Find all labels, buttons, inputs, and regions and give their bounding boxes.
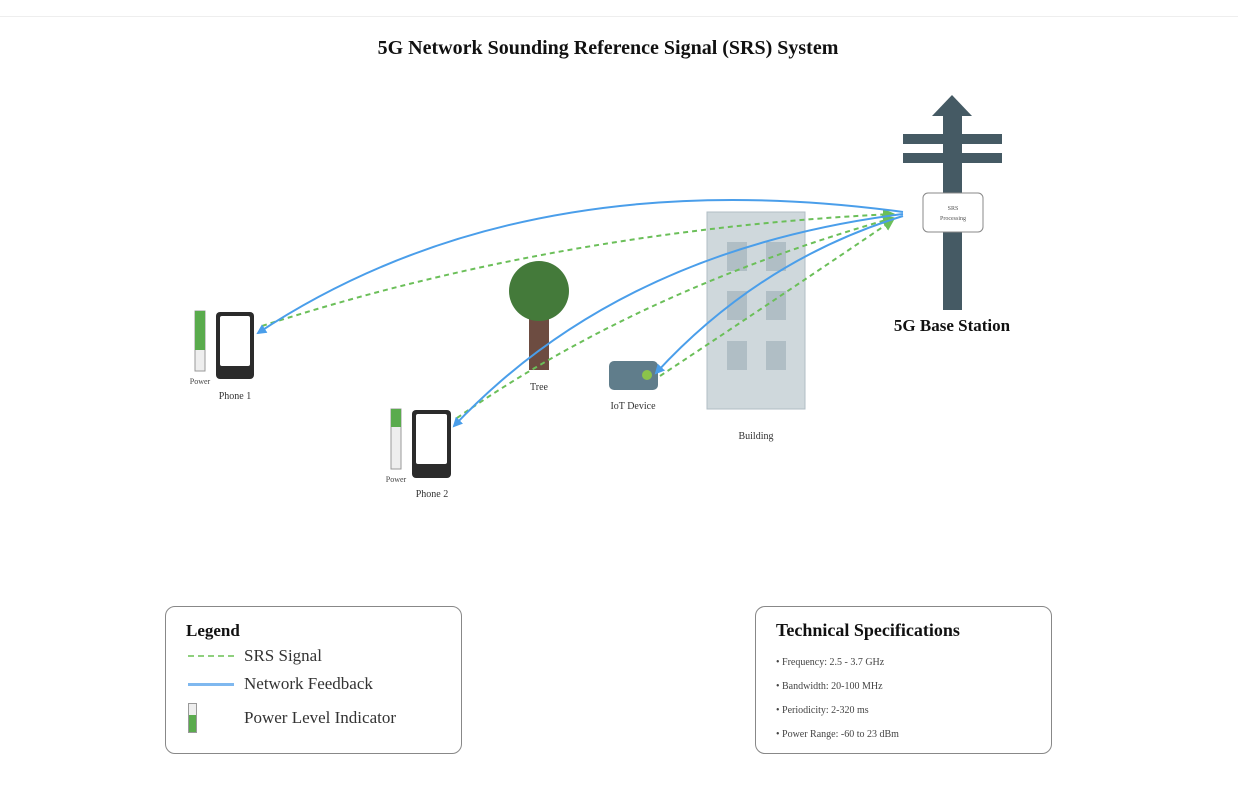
power-fill-phone-1 [195,311,205,350]
legend-label: SRS Signal [244,646,322,665]
tower-crossbar [903,134,1002,144]
power-fill-phone-2 [391,409,401,427]
legend-title: Legend [186,621,240,640]
top-bar [0,0,1238,17]
tree-canopy [509,261,569,321]
feedback-phone-1 [256,199,904,335]
legend-item-power: Power Level Indicator [186,703,396,733]
building-window [727,291,747,320]
phone-2-screen [416,414,447,464]
technical-specifications-box: Technical Specifications • Frequency: 2.… [755,606,1052,754]
srs-signal-iot [659,218,895,377]
spec-frequency: • Frequency: 2.5 - 3.7 GHz [776,657,885,668]
power-label-phone-2: Power [386,475,407,484]
building-label: Building [738,431,773,442]
srs-processing-label-1: SRS [948,206,959,212]
phone-2: Power Phone 2 [386,408,451,500]
base-station: SRS Processing 5G Base Station [894,95,1011,335]
iot-status-led-icon [642,370,652,380]
tower-crossbar [903,153,1002,163]
diagram-title: 5G Network Sounding Reference Signal (SR… [378,37,839,59]
legend-label: Power Level Indicator [244,708,396,727]
srs-processing-box [922,192,984,233]
feedback-phone-2 [452,213,904,428]
power-label-phone-1: Power [190,377,211,386]
spec-periodicity: • Periodicity: 2-320 ms [776,705,869,716]
building-window [727,341,747,370]
phone-1: Power Phone 1 [190,310,254,402]
building-window [766,341,786,370]
building: Building [706,211,806,442]
srs-processing-label-2: Processing [940,216,966,222]
feedback-iot [654,215,904,375]
legend-item-feedback: Network Feedback [186,673,373,695]
spec-bandwidth: • Bandwidth: 20-100 MHz [776,681,883,692]
dashed-line-icon [186,645,236,667]
spec-power-range: • Power Range: -60 to 23 dBm [776,729,899,740]
legend-label: Network Feedback [244,674,373,693]
base-station-label: 5G Base Station [894,316,1011,335]
building-window [766,291,786,320]
iot-device: IoT Device [609,361,658,412]
tower-top-arrow-icon [932,95,972,116]
iot-device-body [609,361,658,390]
iot-device-label: IoT Device [610,401,656,412]
phone-1-screen [220,316,250,366]
phone-2-label: Phone 2 [416,489,449,500]
power-bar-icon [186,703,236,733]
tree-label: Tree [530,382,549,393]
solid-line-icon [186,673,236,695]
srs-signal-phone-1 [261,208,895,327]
srs-signal-phone-2 [456,214,895,419]
tree: Tree [509,261,569,393]
specs-title: Technical Specifications [776,620,960,640]
building-window [766,242,786,271]
legend-box: Legend SRS Signal Network Feedback Power… [165,606,462,754]
legend-item-srs: SRS Signal [186,645,322,667]
phone-1-label: Phone 1 [219,391,252,402]
